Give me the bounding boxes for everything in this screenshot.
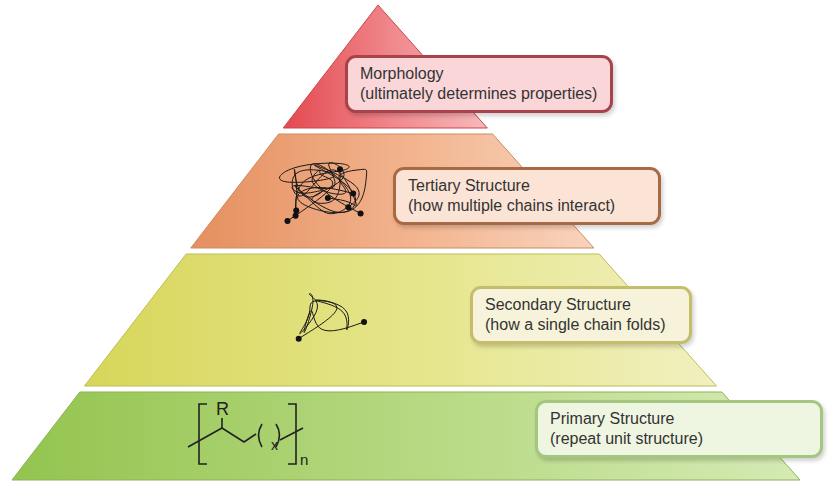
chain-end xyxy=(284,218,290,224)
chain-end xyxy=(293,208,299,214)
box-heading: Primary Structure xyxy=(550,409,810,429)
chain-end xyxy=(337,166,343,172)
chain-end xyxy=(345,204,351,210)
bond xyxy=(280,428,303,440)
polymer-chains xyxy=(279,163,367,342)
box-heading: Morphology xyxy=(360,64,600,84)
chain-end xyxy=(325,195,331,201)
callout-box: Morphology(ultimately determines propert… xyxy=(345,55,613,113)
bracket xyxy=(199,404,207,464)
chain-end xyxy=(296,336,302,342)
bond xyxy=(188,428,256,447)
box-description: (repeat unit structure) xyxy=(550,429,810,449)
formula-symbol: R xyxy=(216,400,229,418)
bond xyxy=(221,418,223,428)
box-description: (ultimately determines properties) xyxy=(360,84,600,104)
box-description: (how a single chain folds) xyxy=(485,315,679,335)
box-description: (how multiple chains interact) xyxy=(408,196,648,216)
repeat-unit-formula xyxy=(188,404,303,464)
callout-box: Tertiary Structure(how multiple chains i… xyxy=(393,167,661,225)
parenthesis xyxy=(259,424,263,447)
chain-strand xyxy=(295,164,361,214)
chain-end xyxy=(358,211,364,217)
box-heading: Secondary Structure xyxy=(485,295,679,315)
pyramid-band xyxy=(84,254,716,386)
chain-end xyxy=(350,191,356,197)
box-heading: Tertiary Structure xyxy=(408,176,648,196)
chain-strand xyxy=(299,294,364,339)
formula-symbol: n xyxy=(300,452,308,467)
callout-box: Primary Structure(repeat unit structure) xyxy=(535,400,823,458)
callout-box: Secondary Structure(how a single chain f… xyxy=(470,286,692,344)
formula-symbol: x xyxy=(271,438,278,452)
chain-end xyxy=(361,319,367,325)
chain-end xyxy=(293,213,299,219)
